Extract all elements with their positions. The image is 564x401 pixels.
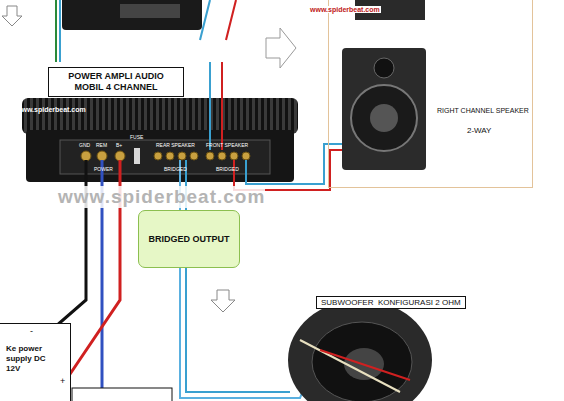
watermark: www.spiderbeat.com	[309, 6, 381, 13]
bridged-label: BRIDGED OUTPUT	[149, 234, 230, 244]
terminal-label: REM	[96, 142, 107, 148]
plus-sign: +	[60, 376, 65, 386]
terminal-label: GND	[79, 142, 90, 148]
terminal-label: REAR SPEAKER	[156, 142, 195, 148]
power-label: Ke power supply DC 12V	[6, 344, 58, 374]
callout-box: BRIDGED OUTPUT	[138, 210, 240, 268]
amp-title: POWER AMPLI AUDIO MOBIL 4 CHANNEL	[53, 71, 179, 93]
terminal-label: BRIDGED	[164, 166, 187, 172]
sub-label-box: SUBWOOFER KONFIGURASI 2 OHM	[316, 296, 466, 309]
terminal-label: BRIDGED	[216, 166, 239, 172]
terminal-label: POWER	[94, 166, 113, 172]
speaker-type: 2-WAY	[467, 126, 491, 135]
watermark: www.spiderbeat.com	[16, 106, 86, 113]
minus-sign: -	[30, 326, 33, 336]
speaker-label: RIGHT CHANNEL SPEAKER	[437, 107, 529, 114]
terminal-label: FUSE	[130, 134, 143, 140]
speaker-panel: RIGHT CHANNEL SPEAKER 2-WAY	[328, 0, 533, 188]
watermark: www.spiderbeat.com	[58, 186, 265, 208]
subwoofer-label: SUBWOOFER KONFIGURASI 2 OHM	[321, 298, 461, 307]
terminal-label: B+	[116, 142, 122, 148]
terminal-label: FRONT SPEAKER	[206, 142, 248, 148]
power-box: - Ke power supply DC 12V+	[0, 323, 71, 401]
title-box: POWER AMPLI AUDIO MOBIL 4 CHANNEL	[48, 67, 184, 97]
